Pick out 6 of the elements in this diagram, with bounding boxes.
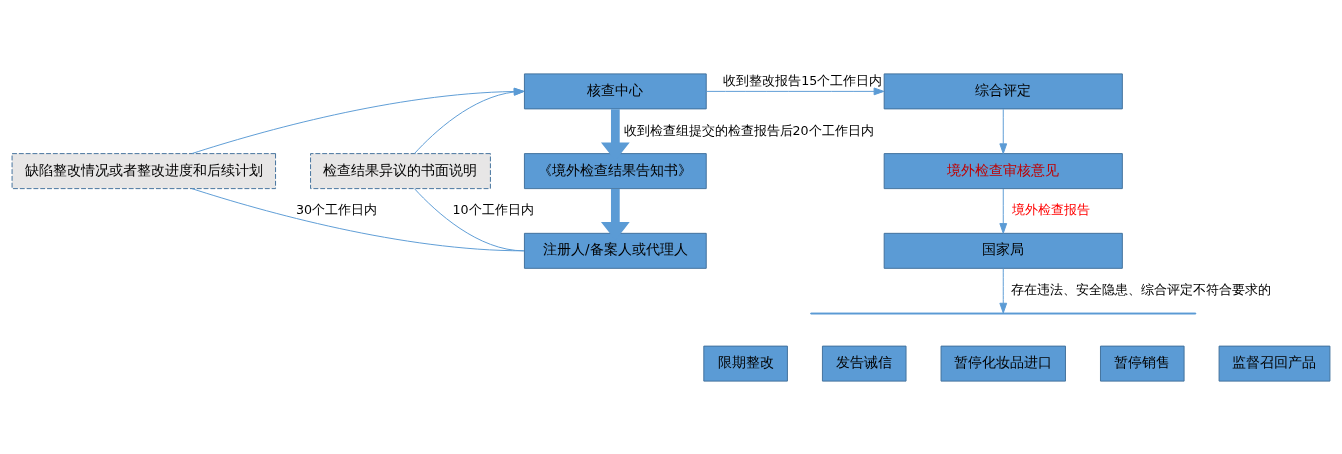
edge-label: 30个工作日内 (295, 201, 378, 217)
edge-label: 收到检查组提交的检查报告后20个工作日内 (623, 122, 874, 138)
edge-label: 收到整改报告15个工作日内 (723, 72, 883, 88)
edge-label: 10个工作日内 (452, 201, 534, 217)
edge-label: 存在违法、安全隐患、综合评定不符合要求的 (1011, 281, 1272, 297)
edge-label: 境外检查报告 (1011, 201, 1090, 217)
